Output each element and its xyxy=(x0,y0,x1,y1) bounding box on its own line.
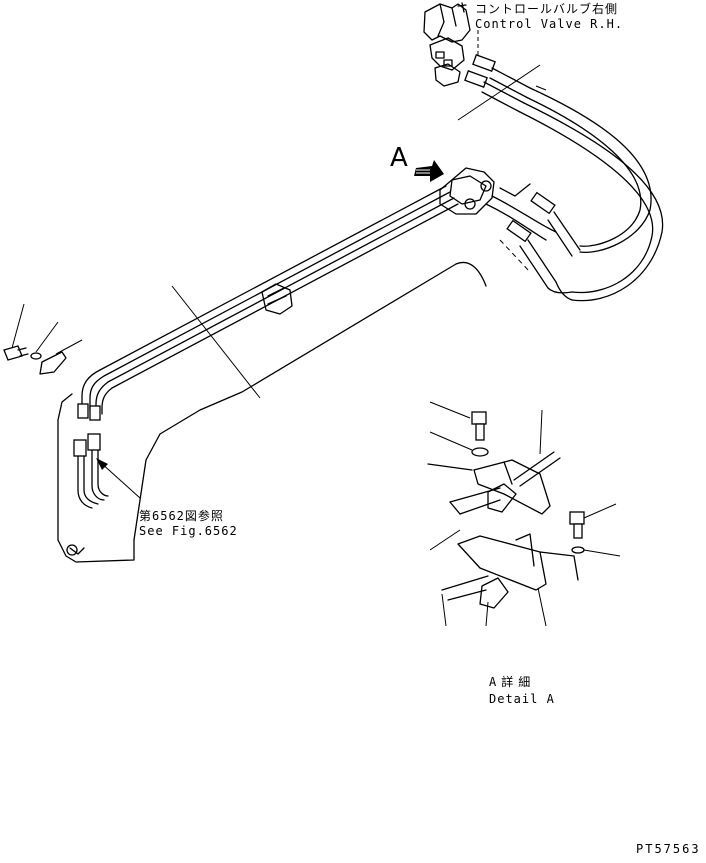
detail-a-view xyxy=(427,401,621,627)
left-bolt-set xyxy=(3,303,83,375)
view-marker-a: A xyxy=(390,143,408,173)
control-valve-label-jp: コントロールバルブ右側 xyxy=(475,2,619,16)
detail-a-label-en: Detail A xyxy=(489,692,555,706)
view-arrow-a xyxy=(414,160,444,182)
see-fig-label-jp: 第6562図参照 xyxy=(139,509,224,523)
left-fittings xyxy=(73,403,141,509)
long-pipes xyxy=(81,185,459,415)
control-valve-label-en: Control Valve R.H. xyxy=(475,17,624,31)
see-fig-label-en: See Fig.6562 xyxy=(139,524,238,538)
drawing-code: PT57563 xyxy=(636,842,701,856)
junction-block xyxy=(439,167,581,301)
frame-outline xyxy=(57,261,487,563)
detail-a-label-jp: A詳細 xyxy=(489,675,536,689)
upper-hoses xyxy=(457,54,664,302)
